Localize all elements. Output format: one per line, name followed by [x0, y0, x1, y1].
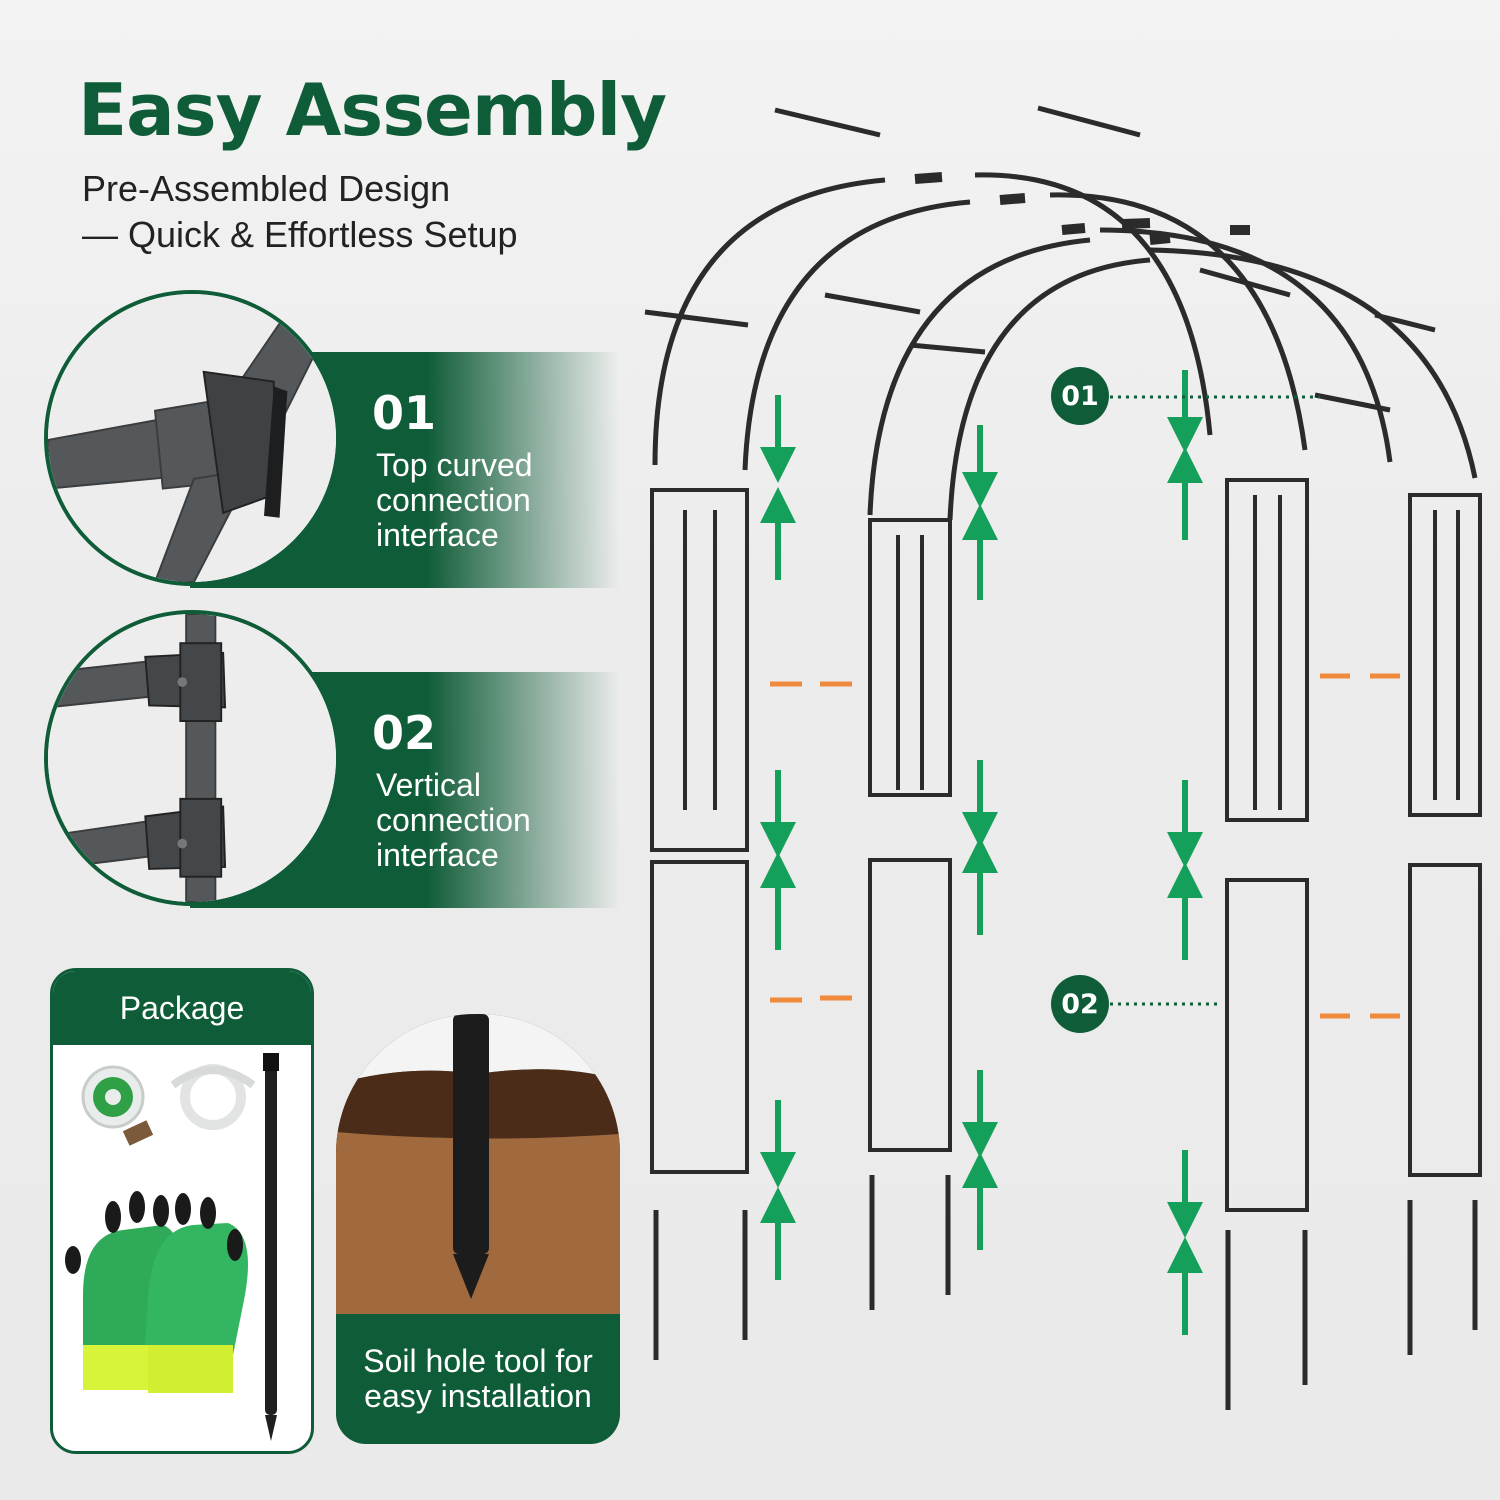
feature-01-line-1: Top curved [376, 447, 533, 483]
feature-02-line-3: interface [376, 837, 499, 873]
soil-tool-card: Soil hole tool for easy installation [336, 1014, 620, 1444]
feature-circle-02 [44, 610, 340, 906]
arch-side-panels [650, 478, 1482, 1212]
callout-01: 01 [1051, 367, 1109, 425]
arch-top-curves [652, 172, 1478, 521]
arch-top-connectors [914, 172, 1250, 245]
feature-text-01: Top curved connection interface [376, 448, 606, 553]
package-contents [65, 1053, 279, 1441]
callout-02: 02 [1051, 975, 1109, 1033]
arch-exploded-diagram [644, 105, 1482, 1410]
feature-01-line-2: connection [376, 482, 531, 518]
subtitle-line-1: Pre-Assembled Design [82, 168, 451, 209]
feature-number-02: 02 [372, 706, 437, 760]
ground-stake-icon [263, 1053, 279, 1441]
soil-tool-caption: Soil hole tool for easy installation [336, 1344, 620, 1414]
arch-crossbars [644, 105, 1436, 413]
feature-number-01: 01 [372, 386, 437, 440]
feature-02-line-1: Vertical [376, 767, 481, 803]
page-title: Easy Assembly [78, 68, 667, 152]
soil-icon [336, 1014, 620, 1314]
green-arrows [760, 370, 1203, 1335]
feature-01-line-3: interface [376, 517, 499, 553]
package-label: Package [53, 971, 311, 1045]
arch-legs [653, 1175, 1478, 1410]
package-card: Package [50, 968, 314, 1454]
soil-caption-line-2: easy installation [364, 1378, 592, 1414]
orange-arrows [770, 673, 1400, 1019]
vertical-connector-icon [48, 614, 336, 902]
callout-leaders [1110, 395, 1320, 1006]
gloves-icon [65, 1191, 248, 1393]
wire-roll-icon [81, 1065, 154, 1146]
plant-clip-icon [170, 1064, 256, 1130]
feature-circle-01 [44, 290, 340, 586]
feature-text-02: Vertical connection interface [376, 768, 606, 873]
pipe-connector-icon [48, 294, 336, 582]
feature-02-line-2: connection [376, 802, 531, 838]
subtitle-line-2: — Quick & Effortless Setup [82, 214, 518, 255]
soil-caption-line-1: Soil hole tool for [363, 1343, 593, 1379]
